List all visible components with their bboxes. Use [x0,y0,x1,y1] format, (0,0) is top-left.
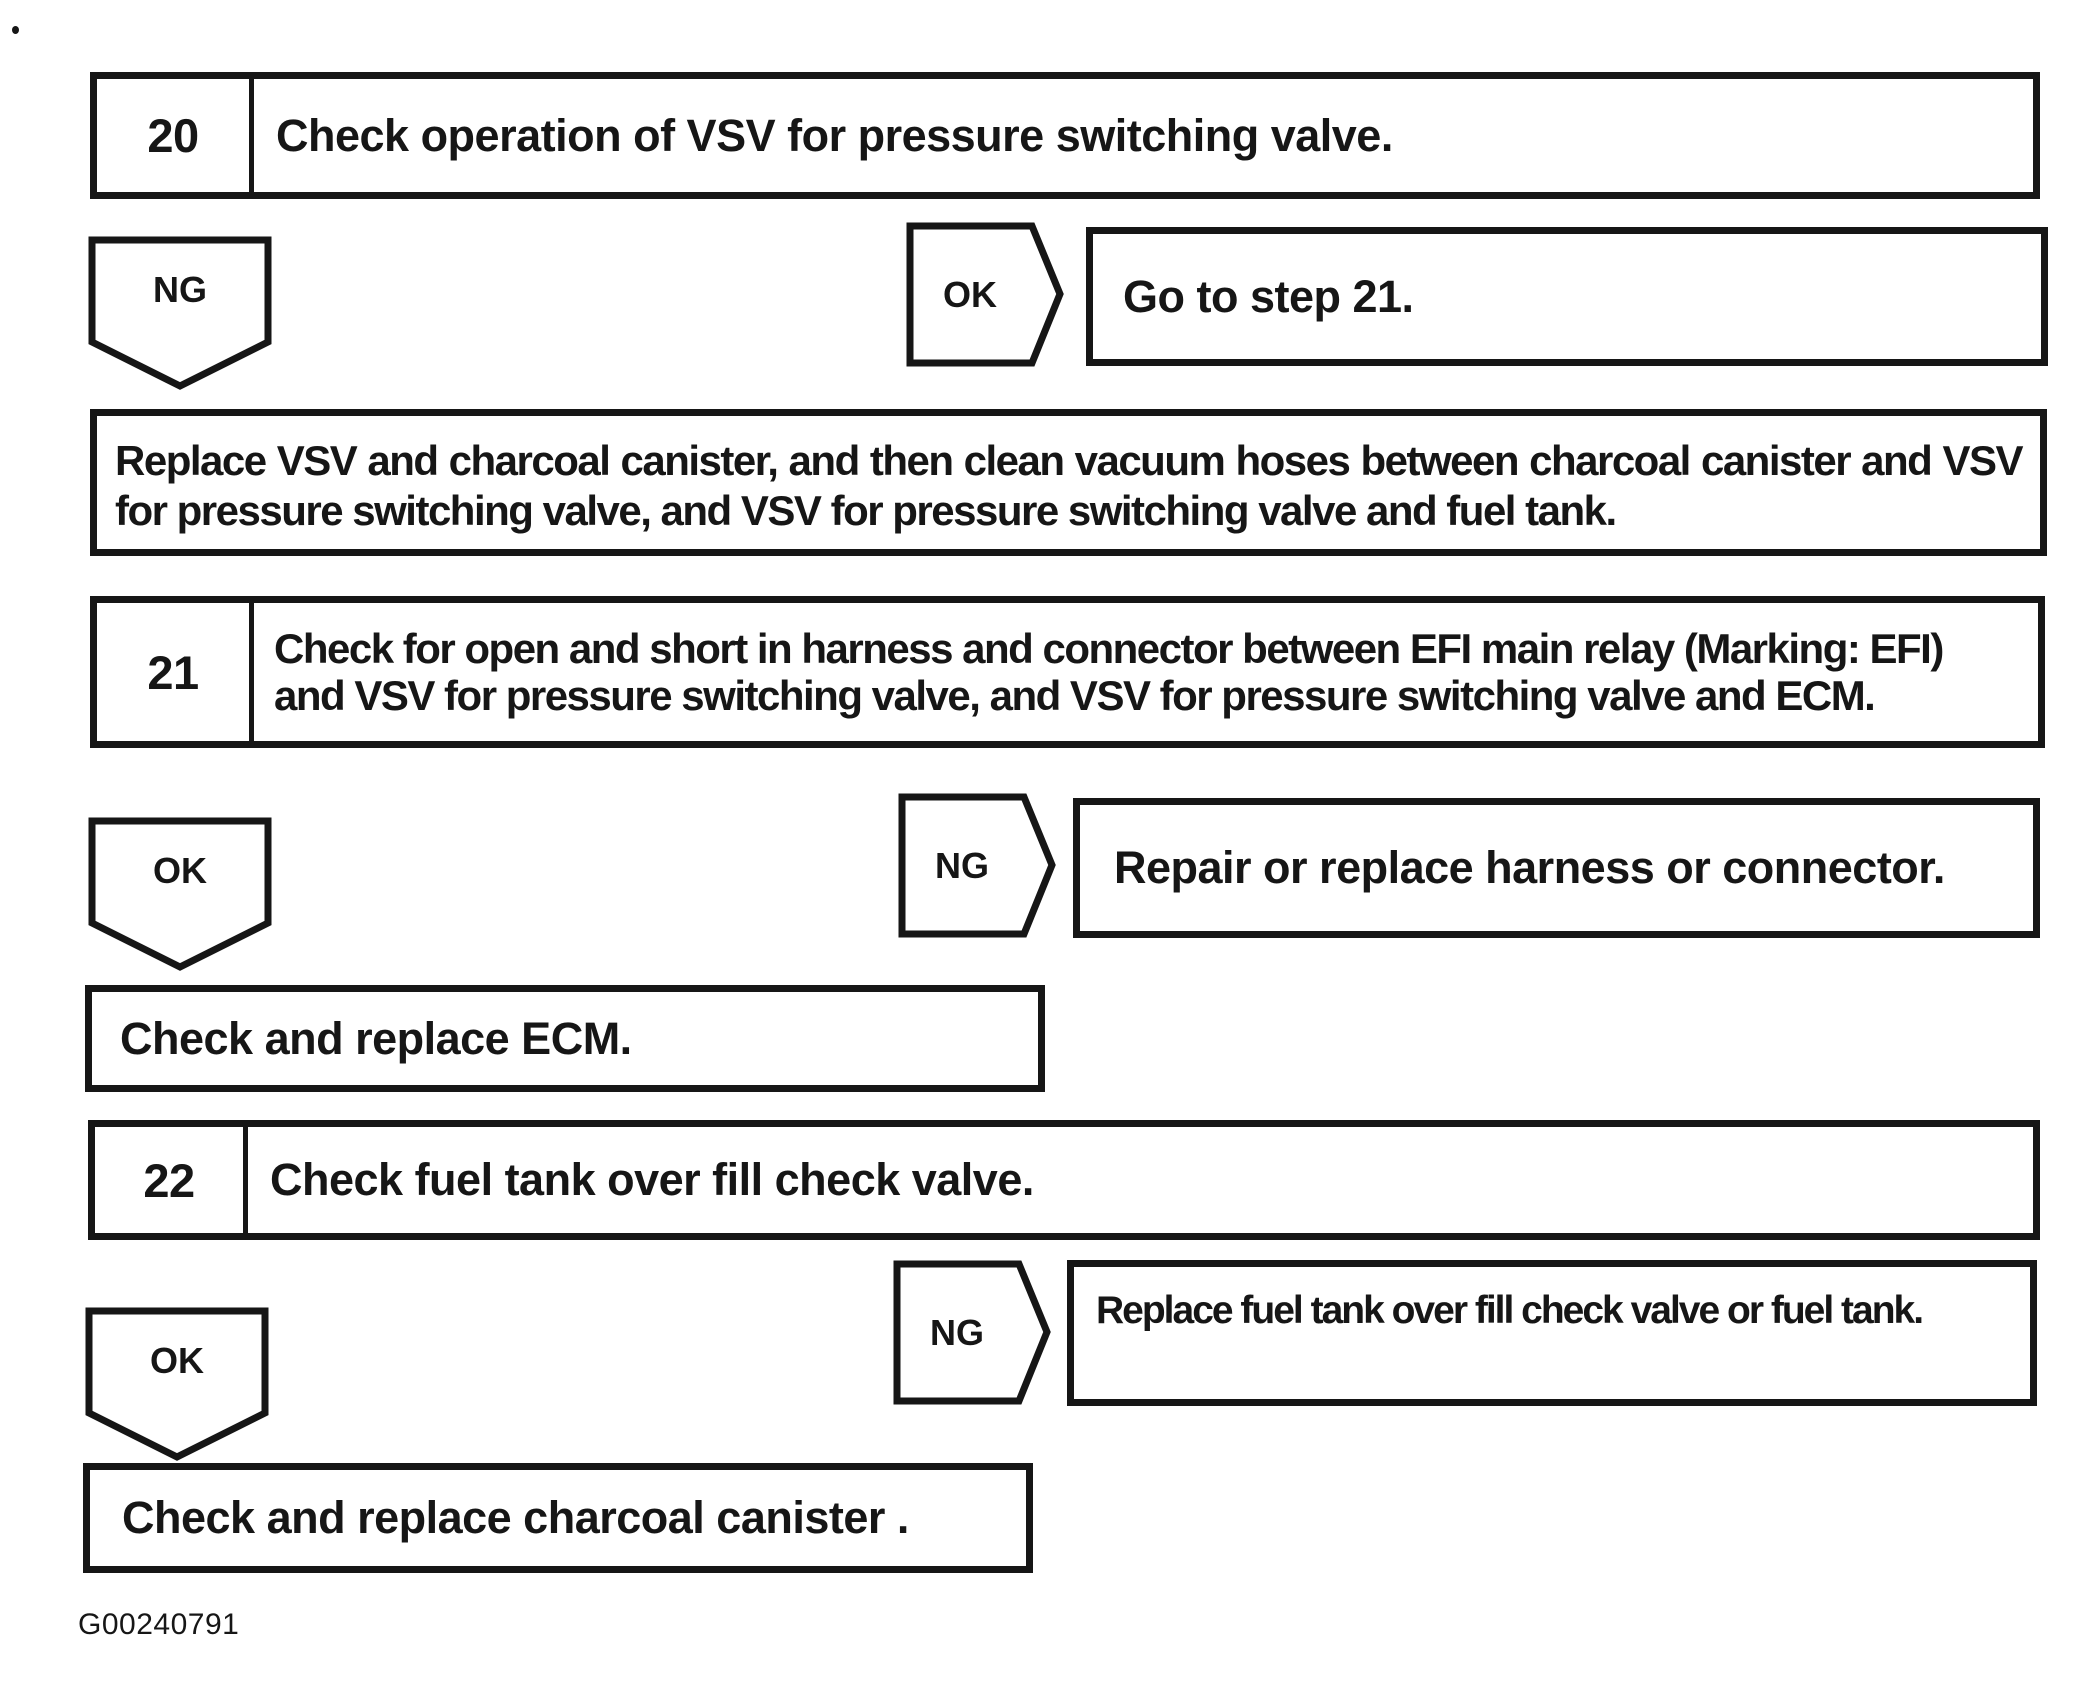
pentagon-right-icon [898,793,1056,938]
step-20-box: 20 Check operation of VSV for pressure s… [90,72,2040,199]
repair-harness-box: Repair or replace harness or connector. [1073,798,2040,938]
scan-artifact [12,26,19,34]
check-canister-box: Check and replace charcoal canister . [83,1463,1033,1573]
pentagon-down-icon [88,236,272,390]
step-20-number: 20 [97,79,254,192]
ok-down-arrow-step22: OK [85,1307,269,1463]
ng-label: NG [935,844,989,886]
ok-right-arrow-step20: OK [906,222,1064,367]
replace-vsv-box: Replace VSV and charcoal canister, and t… [90,409,2047,556]
figure-code: G00240791 [78,1608,240,1641]
ok-label: OK [153,850,207,891]
step-21-number: 21 [97,603,254,741]
step-22-title: Check fuel tank over fill check valve. [270,1154,1034,1205]
goto-step21-box: Go to step 21. [1086,227,2048,366]
step-22-box: 22 Check fuel tank over fill check valve… [88,1120,2040,1240]
ng-right-arrow-step22: NG [893,1260,1051,1405]
ng-down-arrow-step20: NG [88,236,272,392]
ng-right-arrow-step21: NG [898,793,1056,938]
ng-label: NG [153,269,207,310]
pentagon-right-icon [906,222,1064,367]
check-ecm-box: Check and replace ECM. [85,985,1045,1092]
pentagon-right-icon [893,1260,1051,1405]
ok-label: OK [150,1340,204,1381]
ng-label: NG [930,1311,984,1353]
step-21-title: Check for open and short in harness and … [274,625,1944,719]
ok-label: OK [943,273,997,315]
replace-fuel-tank-box: Replace fuel tank over fill check valve … [1067,1260,2037,1406]
step-22-number: 22 [95,1127,248,1233]
step-21-box: 21 Check for open and short in harness a… [90,596,2045,748]
pentagon-down-icon [88,817,272,971]
ok-down-arrow-step21: OK [88,817,272,973]
pentagon-down-icon [85,1307,269,1461]
step-20-title: Check operation of VSV for pressure swit… [276,109,1393,161]
